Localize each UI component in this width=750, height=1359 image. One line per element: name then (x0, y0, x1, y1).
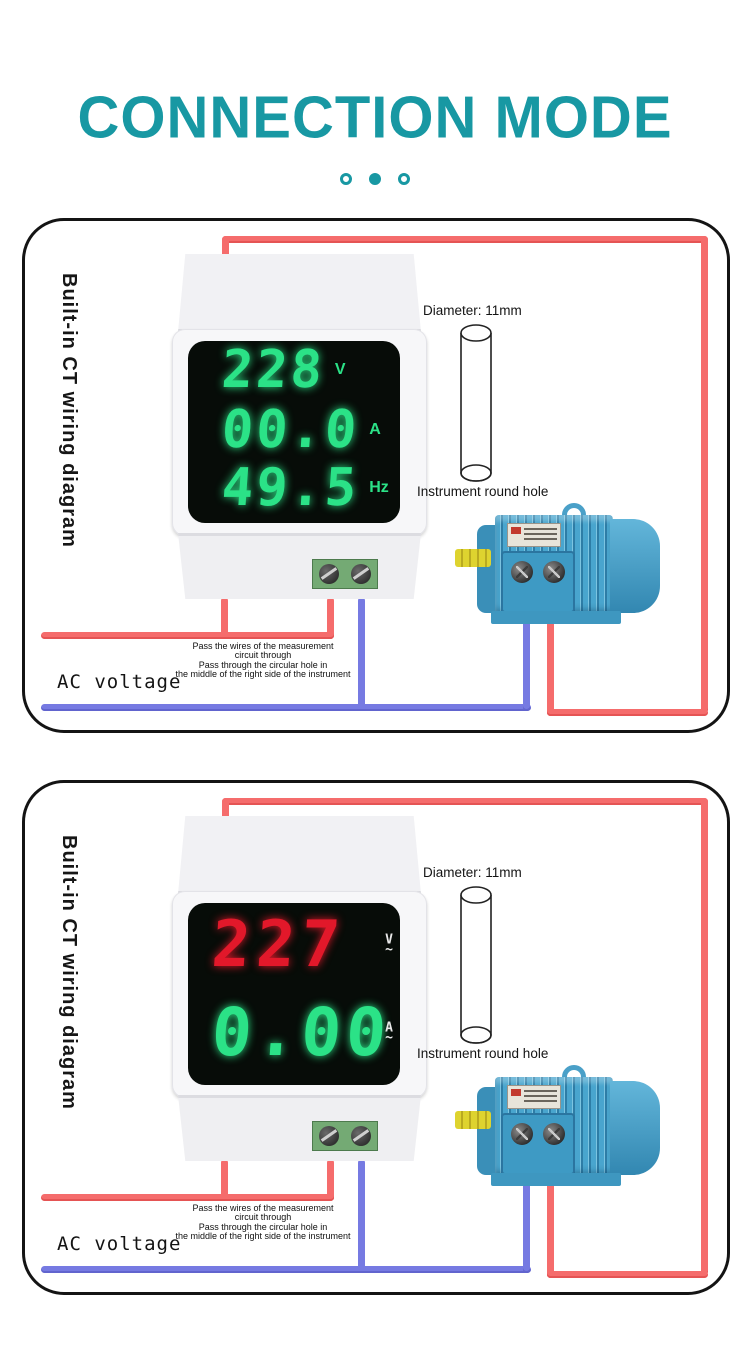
meter-display: 227 V ~ 0.00 A ~ (188, 903, 400, 1085)
blue-wire-bottom (41, 1266, 531, 1273)
wiring-panel-2: Built-in CT wiring diagram 227 V ~ 0.00 … (22, 780, 730, 1295)
motor-terminal-box (501, 551, 575, 613)
red-wire-motor (547, 1141, 554, 1278)
ac-voltage-label: AC voltage (57, 671, 182, 693)
terminal-block (312, 1121, 378, 1151)
panel-side-label: Built-in CT wiring diagram (58, 835, 80, 1110)
diameter-label: Diameter: 11mm (423, 303, 522, 318)
motor-base (491, 611, 621, 624)
red-wire-top-stub (222, 236, 229, 260)
wiring-panel-1: Built-in CT wiring diagram 228 V 00.0 A … (22, 218, 730, 733)
meter-bottom-cap (178, 533, 421, 599)
display-row-voltage: 227 V ~ (188, 908, 400, 982)
terminal-block (312, 559, 378, 589)
red-wire-meter-stub-2 (327, 1159, 334, 1201)
motor-base (491, 1173, 621, 1186)
screw-icon (319, 1126, 339, 1146)
screw-icon (319, 564, 339, 584)
ac-tilde: ~ (385, 942, 393, 957)
blue-wire-motor (523, 579, 530, 711)
red-wire-bottom-right (547, 709, 708, 716)
round-hole-label: Instrument round hole (417, 1046, 549, 1061)
carousel-dot (398, 173, 410, 185)
motor-end-cap (610, 1081, 660, 1175)
diameter-label: Diameter: 11mm (423, 865, 522, 880)
voltage-unit: V ~ (385, 932, 393, 957)
carousel-dot-active (369, 173, 381, 185)
motor-terminal-box (501, 1113, 575, 1175)
current-unit: A (369, 421, 381, 438)
motor-end-cap (610, 519, 660, 613)
blue-wire-meter-stub (358, 597, 365, 711)
display-row-current: 00.0 A (188, 400, 400, 460)
carousel-dot (340, 173, 352, 185)
note-line: Pass the wires of the measurement (192, 1203, 334, 1213)
current-unit: A ~ (385, 1020, 393, 1045)
round-hole-label: Instrument round hole (417, 484, 549, 499)
note-line: Pass the wires of the measurement (192, 641, 334, 651)
display-row-voltage: 228 V (188, 341, 400, 400)
voltage-unit: V (334, 361, 346, 378)
current-value: 0.00 (209, 994, 394, 1071)
wiring-note: Pass the wires of the measurement circui… (103, 641, 423, 680)
red-wire-top (222, 236, 708, 243)
frequency-unit: Hz (369, 479, 389, 496)
note-line: circuit through (234, 1212, 292, 1223)
display-row-frequency: 49.5 Hz (188, 458, 400, 518)
carousel-dots (0, 173, 750, 185)
unit-letter: A (385, 1020, 393, 1036)
display-row-current: 0.00 A ~ (188, 993, 400, 1073)
voltage-value: 228 (219, 341, 328, 400)
current-value: 00.0 (219, 400, 362, 460)
red-wire-top (222, 798, 708, 805)
motor (455, 503, 662, 631)
red-wire-bottom-right (547, 1271, 708, 1278)
red-wire-bottom (41, 632, 334, 639)
blue-wire-motor (523, 1141, 530, 1273)
motor-nameplate (507, 523, 561, 547)
note-line: Pass through the circular hole in (198, 659, 328, 670)
unit-letter: V (385, 932, 393, 948)
red-wire-right (701, 236, 708, 713)
page-title: CONNECTION MODE (77, 84, 673, 151)
wiring-note: Pass the wires of the measurement circui… (103, 1203, 423, 1242)
cylinder-hole-icon (460, 886, 492, 1044)
screw-icon (543, 561, 565, 583)
din-rail-meter: 227 V ~ 0.00 A ~ (172, 816, 427, 1161)
red-wire-meter-stub-2 (327, 597, 334, 639)
red-wire-meter-stub-1 (221, 597, 228, 639)
meter-display: 228 V 00.0 A 49.5 Hz (188, 341, 400, 523)
red-wire-bottom (41, 1194, 334, 1201)
red-wire-right (701, 798, 708, 1275)
screw-icon (511, 561, 533, 583)
voltage-value: 227 (209, 908, 349, 982)
screw-icon (543, 1123, 565, 1145)
blue-wire-bottom (41, 704, 531, 711)
ac-tilde: ~ (385, 1030, 393, 1045)
note-line: circuit through (234, 650, 292, 661)
motor-nameplate (507, 1085, 561, 1109)
red-wire-top-stub (222, 798, 229, 822)
meter-top-cap (178, 816, 421, 894)
blue-wire-meter-stub (358, 1159, 365, 1273)
meter-top-cap (178, 254, 421, 332)
screw-icon (351, 564, 371, 584)
motor (455, 1065, 662, 1193)
motor-shaft (455, 549, 491, 567)
screw-icon (511, 1123, 533, 1145)
motor-shaft (455, 1111, 491, 1129)
din-rail-meter: 228 V 00.0 A 49.5 Hz (172, 254, 427, 599)
note-line: Pass through the circular hole in (198, 1221, 328, 1232)
cylinder-hole-icon (460, 324, 492, 482)
meter-bottom-cap (178, 1095, 421, 1161)
panel-side-label: Built-in CT wiring diagram (58, 273, 80, 548)
note-line: the middle of the right side of the inst… (175, 669, 351, 680)
note-line: the middle of the right side of the inst… (175, 1231, 351, 1242)
frequency-value: 49.5 (219, 458, 362, 518)
red-wire-motor (547, 579, 554, 716)
red-wire-meter-stub-1 (221, 1159, 228, 1201)
ac-voltage-label: AC voltage (57, 1233, 182, 1255)
screw-icon (351, 1126, 371, 1146)
